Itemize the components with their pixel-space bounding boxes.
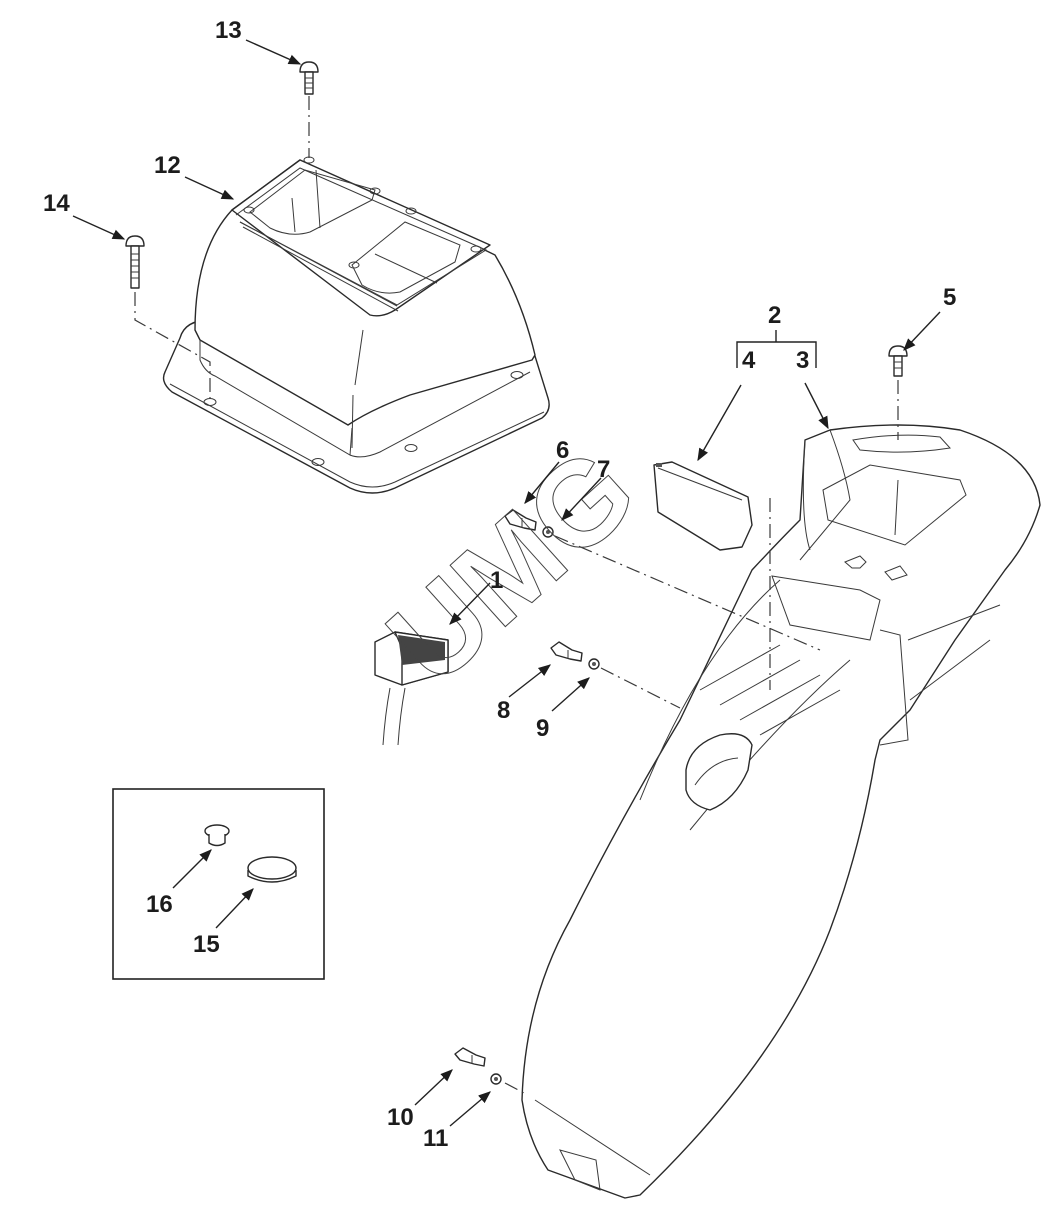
callout-label-5: 5 (943, 284, 956, 311)
callout-label-14: 14 (43, 190, 70, 217)
part-6-bolt (504, 509, 537, 531)
callout-label-3: 3 (796, 347, 809, 374)
callout-label-6: 6 (556, 437, 569, 464)
callout-label-4: 4 (742, 347, 756, 374)
part-5-screw (888, 345, 908, 440)
callout-label-2: 2 (768, 302, 781, 329)
callout-label-9: 9 (536, 715, 549, 742)
part-3-console-housing (521, 424, 1041, 1199)
part-15-cap-plug-large (247, 856, 297, 883)
part-4-storage-bin (653, 461, 771, 690)
part-12-shift-boot-cover (162, 156, 550, 494)
callout-label-10: 10 (387, 1104, 414, 1131)
part-9-washer (588, 658, 681, 709)
part-8-bolt (550, 641, 583, 662)
part-11-washer (490, 1073, 525, 1094)
part-7-washer (542, 526, 821, 651)
part-1-connector (374, 631, 449, 746)
inset-box (112, 788, 325, 980)
callout-label-8: 8 (497, 697, 510, 724)
callout-label-7: 7 (597, 456, 610, 483)
callout-label-11: 11 (423, 1125, 448, 1152)
part-14-screw (125, 235, 211, 400)
callout-label-12: 12 (154, 152, 181, 179)
callout-label-1: 1 (490, 567, 503, 594)
part-10-bolt (454, 1047, 486, 1067)
part-16-cap-plug-small (204, 824, 230, 847)
callout-label-13: 13 (215, 17, 242, 44)
callout-label-16: 16 (146, 891, 173, 918)
part-13-screw (299, 61, 319, 158)
callout-label-15: 15 (193, 931, 220, 958)
assembly-bracket-line (736, 330, 817, 368)
leader-lines (72, 39, 941, 1127)
